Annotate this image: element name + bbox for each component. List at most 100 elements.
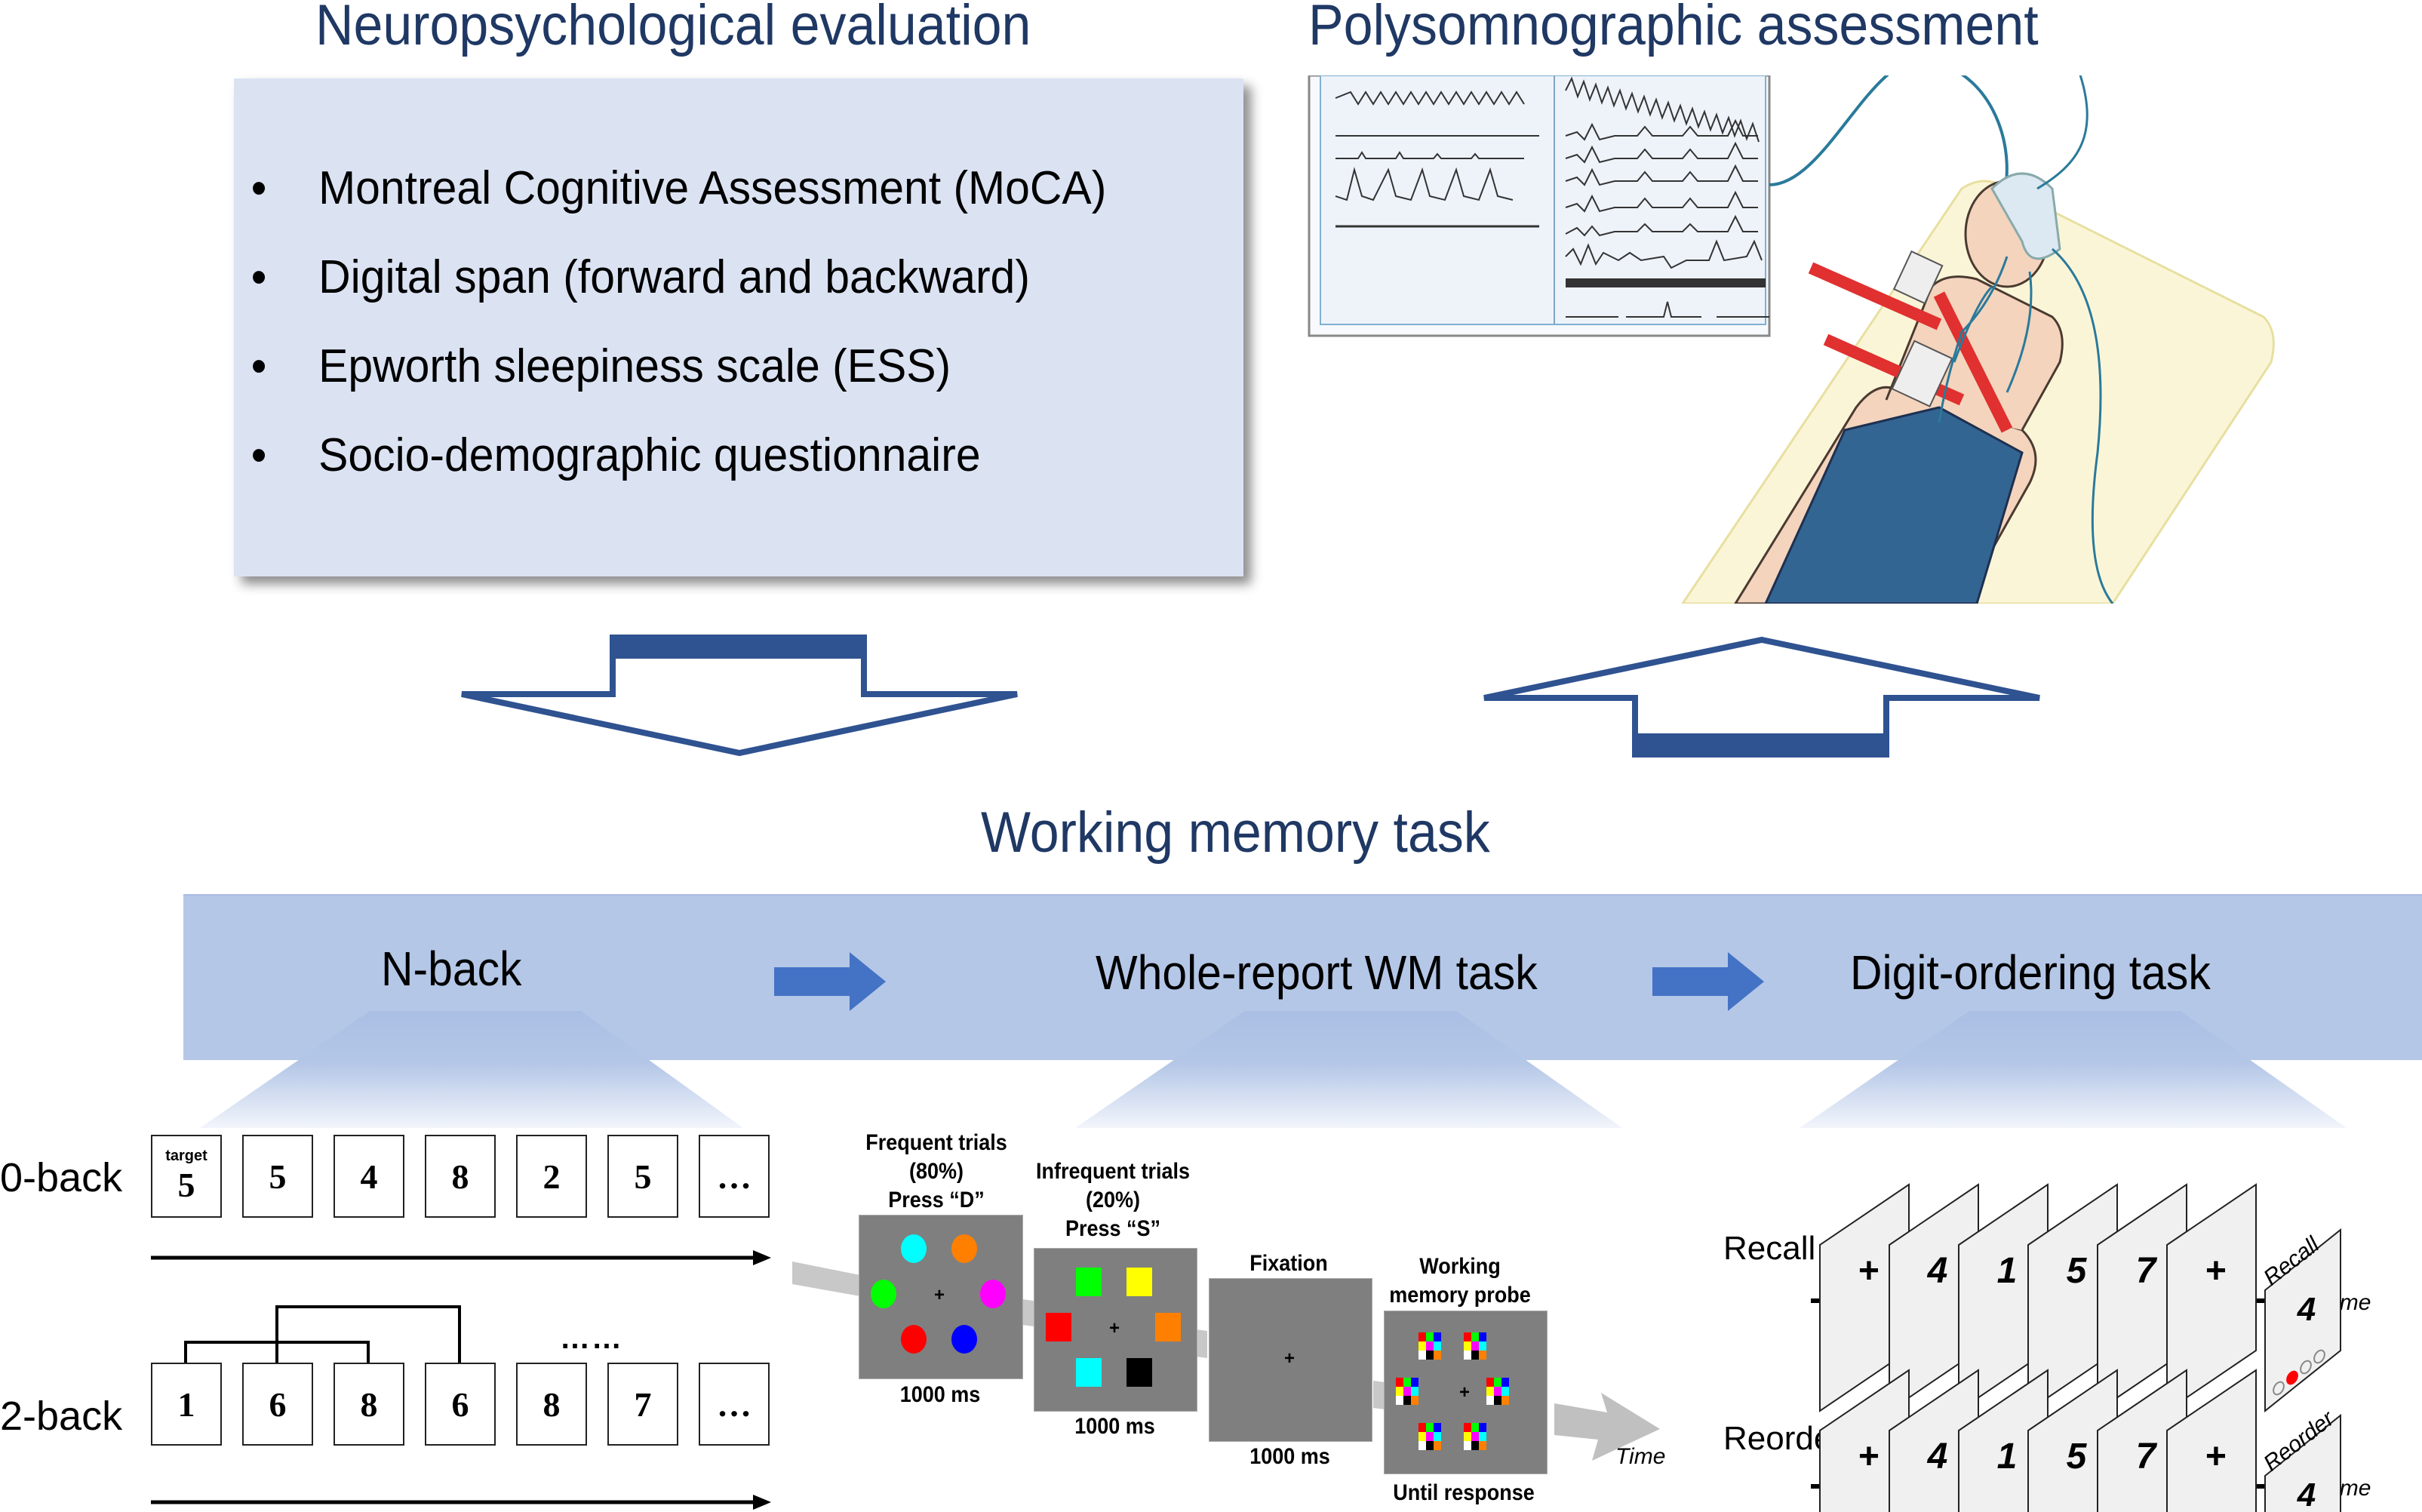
spotlight-nback <box>200 1011 743 1128</box>
color-circle-stimulus <box>980 1280 1006 1308</box>
two-back-connector <box>184 1305 461 1437</box>
svg-text:+: + <box>1858 1437 1879 1477</box>
time-arrow-icon <box>1554 1393 1660 1461</box>
infrequent-stimulus-screen: + <box>1034 1248 1197 1412</box>
color-circle-stimulus <box>871 1280 896 1308</box>
color-probe-grid <box>1486 1378 1509 1405</box>
response-dot <box>2286 1370 2298 1385</box>
nback-stimulus-card: … <box>699 1135 770 1218</box>
color-circle-stimulus <box>951 1234 977 1263</box>
bullet-icon: • <box>250 429 267 481</box>
color-probe-grid <box>1464 1332 1486 1360</box>
color-square-stimulus <box>1076 1358 1102 1387</box>
stage-arrow-icon <box>774 952 886 1011</box>
color-circle-stimulus <box>901 1325 927 1354</box>
target-label: target <box>165 1148 207 1164</box>
up-arrow-icon <box>1483 636 2040 758</box>
target-digit: 5 <box>177 1166 195 1204</box>
stage-digit-ordering: Digit-ordering task <box>1850 945 2211 1000</box>
time-label: Time <box>1615 1444 1666 1469</box>
probe-screen: + <box>1384 1311 1548 1474</box>
digit-card: 4 <box>1889 1369 1979 1512</box>
psg-monitor-icon <box>1308 75 1771 337</box>
timeline-arrow-icon <box>151 1250 771 1265</box>
svg-text:7: 7 <box>2136 1251 2158 1291</box>
frequent-duration: 1000 ms <box>899 1382 981 1407</box>
nback-stimulus-card: 8 <box>333 1363 404 1446</box>
neuropsych-title: Neuropsychological evaluation <box>315 0 1031 57</box>
response-dot <box>2313 1349 2325 1364</box>
color-square-stimulus <box>1076 1268 1102 1296</box>
digit-card: 1 <box>1958 1183 2049 1412</box>
stage-whole-report: Whole-report WM task <box>1096 945 1538 1000</box>
color-probe-grid <box>1396 1378 1418 1405</box>
flow-connectors <box>792 1262 1660 1461</box>
nback-stimulus-card: 7 <box>607 1363 678 1446</box>
frequent-stimulus-screen: + <box>859 1215 1023 1379</box>
digit-card: + <box>2166 1183 2257 1412</box>
nback-stimulus-card: 8 <box>516 1363 587 1446</box>
svg-text:4: 4 <box>1927 1251 1948 1291</box>
svg-text:+: + <box>2205 1251 2226 1291</box>
down-arrow-icon <box>461 635 1018 757</box>
color-circle-stimulus <box>951 1325 977 1354</box>
digit-card: 1 <box>1958 1369 2049 1512</box>
response-dot <box>2300 1360 2312 1375</box>
color-square-stimulus <box>1126 1358 1152 1387</box>
nback-stimulus-card: 4 <box>333 1135 404 1218</box>
fixation-cross-icon: + <box>934 1285 945 1305</box>
svg-text:5: 5 <box>2067 1437 2088 1477</box>
spotlight-whole-report <box>1075 1011 1622 1128</box>
digit-ordering-row-label: Recall <box>1723 1230 1816 1267</box>
nback-stimulus-card: 1 <box>151 1363 222 1446</box>
color-probe-grid <box>1464 1423 1486 1450</box>
response-dot <box>2273 1381 2285 1396</box>
digit-card: 5 <box>2027 1369 2118 1512</box>
fixation-cross-icon: + <box>1109 1318 1120 1338</box>
psg-title: Polysomnographic assessment <box>1308 0 2039 57</box>
svg-text:4: 4 <box>2297 1291 2316 1328</box>
fixation-cross-icon: + <box>1284 1348 1296 1369</box>
digit-card: 7 <box>2097 1369 2187 1512</box>
svg-text:1: 1 <box>1997 1437 2018 1477</box>
nback-stimulus-card: … <box>699 1363 770 1446</box>
svg-text:+: + <box>2205 1437 2226 1477</box>
frequent-caption: Frequent trials (80%) Press “D” <box>865 1130 1007 1212</box>
bullet-icon: • <box>250 162 267 214</box>
probe-caption: Working memory probe <box>1389 1254 1531 1308</box>
fixation-duration: 1000 ms <box>1249 1444 1330 1469</box>
color-square-stimulus <box>1155 1313 1181 1341</box>
nback-stimulus-card: 2 <box>516 1135 587 1218</box>
neuropsych-box: •Montreal Cognitive Assessment (MoCA) •D… <box>234 78 1243 576</box>
digit-card: 7 <box>2097 1183 2187 1412</box>
fixation-cross-icon: + <box>1459 1382 1471 1403</box>
nback-continuation-dots: …… <box>560 1322 623 1355</box>
color-square-stimulus <box>1046 1313 1071 1341</box>
color-probe-grid <box>1418 1423 1441 1450</box>
svg-text:4: 4 <box>2297 1477 2316 1512</box>
bullet-icon: • <box>250 251 267 303</box>
stage-nback: N-back <box>381 942 522 996</box>
wm-title: Working memory task <box>981 801 1490 865</box>
svg-text:4: 4 <box>1927 1437 1948 1477</box>
nback-stimulus-card: target 5 <box>151 1135 222 1218</box>
stage-arrow-icon <box>1652 952 1764 1011</box>
svg-text:7: 7 <box>2136 1437 2158 1477</box>
svg-text:5: 5 <box>2067 1251 2088 1291</box>
digit-card: + <box>1819 1183 1910 1412</box>
nback-row-label: 2-back <box>0 1394 123 1439</box>
stage-spotlights <box>200 1011 2347 1128</box>
nback-stimulus-card: 6 <box>242 1363 313 1446</box>
svg-text:1: 1 <box>1997 1251 2018 1291</box>
color-square-stimulus <box>1126 1268 1152 1296</box>
spotlight-digit-ordering <box>1800 1011 2347 1128</box>
infrequent-caption: Infrequent trials (20%) Press “S” <box>1035 1159 1191 1241</box>
digit-card: + <box>1819 1369 1910 1512</box>
nback-stimulus-card: 6 <box>425 1363 496 1446</box>
nback-row-label: 0-back <box>0 1155 123 1200</box>
digit-card: + <box>2166 1369 2257 1512</box>
fixation-screen: + <box>1209 1278 1372 1442</box>
